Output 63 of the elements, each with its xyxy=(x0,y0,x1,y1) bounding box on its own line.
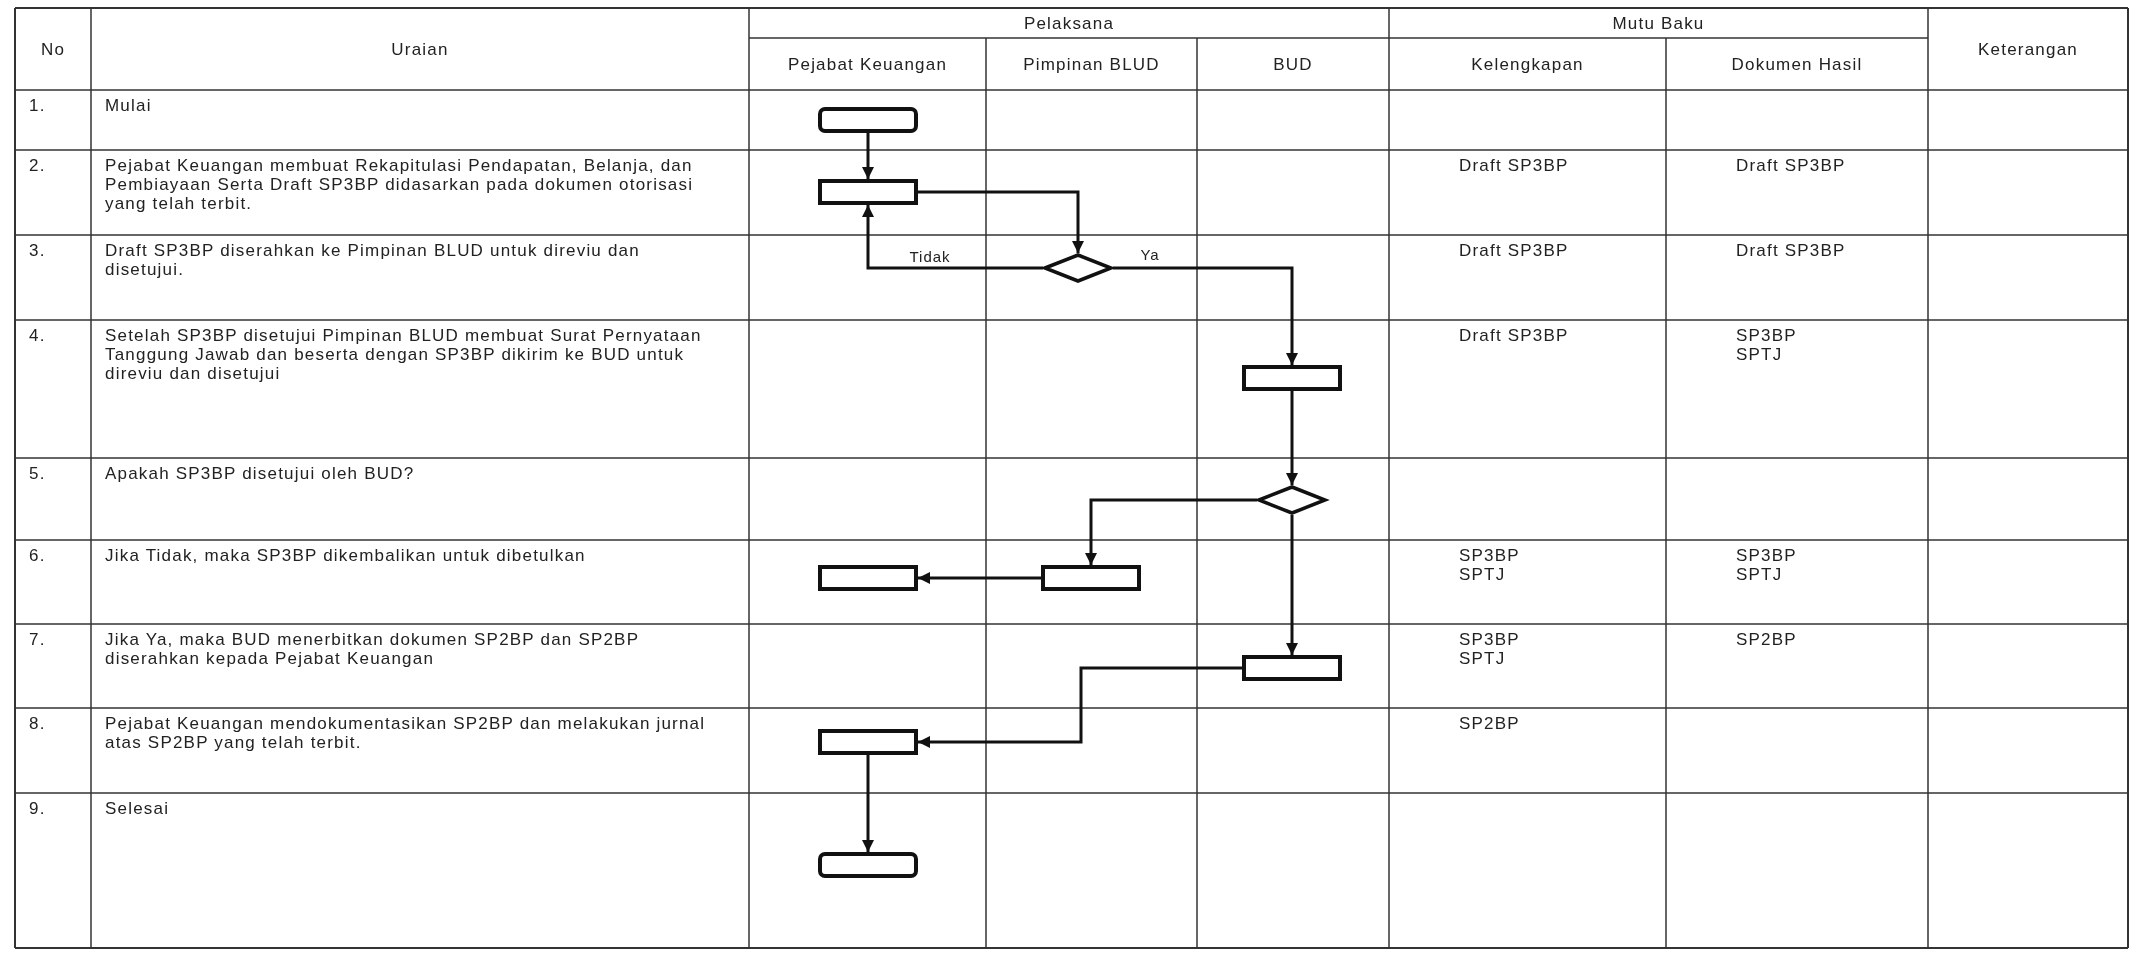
column-header: Mutu Baku xyxy=(1611,13,1706,33)
step-description: Apakah SP3BP disetujui oleh BUD? xyxy=(105,464,416,483)
document-name: SP3BP xyxy=(1736,546,1797,565)
row-number: 1. xyxy=(29,96,46,115)
process-box xyxy=(818,179,918,205)
row-number: 8. xyxy=(29,714,46,733)
arrow xyxy=(918,666,1242,748)
document-name: Draft SP3BP xyxy=(1736,156,1846,175)
step-description: Setelah SP3BP disetujui Pimpinan BLUD membuat Surat Pernyataan Tanggung Jawab dan beserta dengan SP3BP dikirim ke BUD untuk direviu dan disetujui xyxy=(105,326,703,383)
row-number: 7. xyxy=(29,630,46,649)
row-number: 2. xyxy=(29,156,46,175)
process-box xyxy=(1041,565,1141,591)
column-header: No xyxy=(39,39,67,59)
step-description: Jika Ya, maka BUD menerbitkan dokumen SP2BP dan SP2BP diserahkan kepada Pejabat Keuangan xyxy=(105,630,640,668)
document-name: SPTJ xyxy=(1736,565,1783,584)
process-box xyxy=(1242,655,1342,681)
row-number: 9. xyxy=(29,799,46,818)
arrow xyxy=(862,205,1043,270)
column-header: Pejabat Keuangan xyxy=(786,54,949,74)
step-description: Pejabat Keuangan mendokumentasikan SP2BP dan melakukan jurnal atas SP2BP yang telah terbit. xyxy=(105,714,707,752)
column-header: BUD xyxy=(1272,54,1314,74)
column-header: Uraian xyxy=(390,39,450,59)
arrow xyxy=(1286,515,1298,655)
arrow xyxy=(918,190,1084,253)
document-name: Draft SP3BP xyxy=(1459,241,1569,260)
column-header: Keterangan xyxy=(1977,39,2079,59)
process-box xyxy=(818,729,918,755)
row-number: 6. xyxy=(29,546,46,565)
document-name: Draft SP3BP xyxy=(1459,156,1569,175)
process-box xyxy=(1242,365,1342,391)
decision-diamond xyxy=(1257,485,1327,515)
decision-diamond xyxy=(1043,253,1113,283)
document-name: Draft SP3BP xyxy=(1736,241,1846,260)
step-description: Draft SP3BP diserahkan ke Pimpinan BLUD untuk direviu dan disetujui. xyxy=(105,241,641,279)
step-description: Selesai xyxy=(105,799,171,818)
row-number: 4. xyxy=(29,326,46,345)
document-name: SP3BP xyxy=(1736,326,1797,345)
document-name: SP2BP xyxy=(1736,630,1797,649)
step-description: Jika Tidak, maka SP3BP dikembalikan untuk dibetulkan xyxy=(105,546,587,565)
arrow xyxy=(1113,266,1298,365)
document-name: Draft SP3BP xyxy=(1459,326,1569,345)
document-name: SPTJ xyxy=(1736,345,1783,364)
arrow xyxy=(1085,498,1257,565)
row-number: 3. xyxy=(29,241,46,260)
arrow xyxy=(862,133,874,179)
column-header: Pelaksana xyxy=(1022,13,1116,33)
document-name: SP2BP xyxy=(1459,714,1520,733)
document-name: SPTJ xyxy=(1459,565,1506,584)
column-header: Pimpinan BLUD xyxy=(1022,54,1161,74)
arrow xyxy=(918,572,1041,584)
terminator-box xyxy=(818,852,918,878)
arrow xyxy=(1286,391,1298,485)
row-number: 5. xyxy=(29,464,46,483)
process-box xyxy=(818,565,918,591)
arrow xyxy=(862,755,874,852)
step-description: Mulai xyxy=(105,96,153,115)
document-name: SP3BP xyxy=(1459,546,1520,565)
column-header: Dokumen Hasil xyxy=(1730,54,1864,74)
document-name: SP3BP xyxy=(1459,630,1520,649)
column-header: Kelengkapan xyxy=(1470,54,1585,74)
step-description: Pejabat Keuangan membuat Rekapitulasi Pendapatan, Belanja, dan Pembiayaan Serta Draft SP3BP didasarkan pada dokumen otorisasi yang telah terbit. xyxy=(105,156,695,213)
document-name: SPTJ xyxy=(1459,649,1506,668)
terminator-box xyxy=(818,107,918,133)
